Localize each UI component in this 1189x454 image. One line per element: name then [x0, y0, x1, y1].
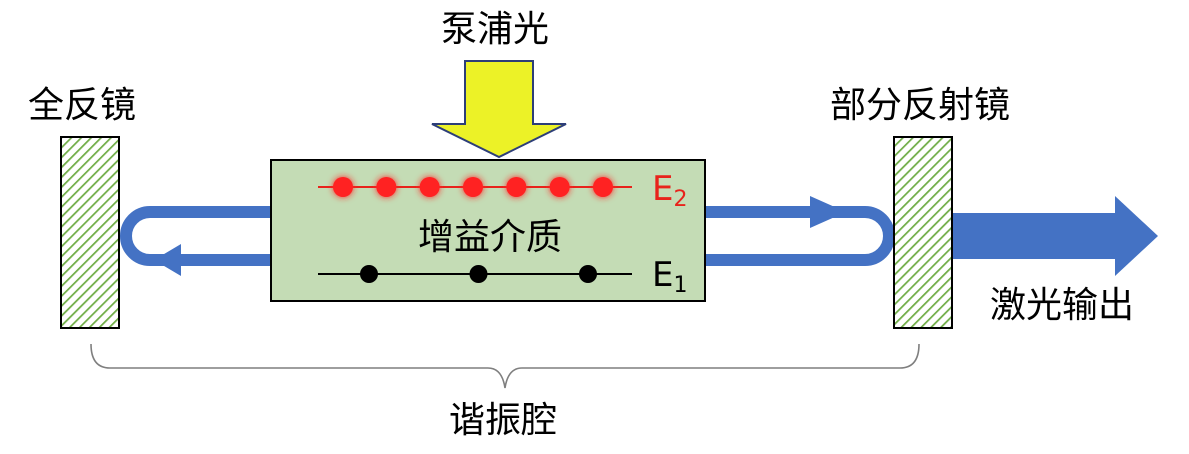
gain-medium-label: 增益介质	[418, 217, 563, 258]
laser-output-label: 激光输出	[990, 285, 1135, 326]
output-beam-arrowhead	[1115, 196, 1158, 276]
pump-light-label: 泵浦光	[441, 9, 550, 50]
left-beam-loop	[120, 206, 270, 266]
excited-atom	[463, 177, 483, 197]
output-beam-shaft	[952, 213, 1122, 259]
cavity-label: 谐振腔	[449, 400, 558, 441]
right-beam-loop	[706, 206, 895, 266]
ground-atom	[579, 265, 597, 283]
excited-atom	[333, 177, 353, 197]
partial-reflection-mirror	[893, 136, 953, 329]
excited-atom	[593, 177, 613, 197]
excited-atom	[419, 177, 440, 197]
ground-atom	[469, 265, 488, 283]
upper-level-label: E2	[652, 169, 687, 211]
lower-level-label: E1	[652, 255, 687, 297]
ground-atoms	[360, 265, 597, 283]
excited-atom	[376, 177, 397, 197]
excited-atom	[506, 177, 527, 197]
ground-atom	[360, 265, 378, 283]
cavity-brace	[90, 343, 920, 389]
excited-atoms	[333, 177, 613, 197]
left-beam-arrowhead	[154, 244, 181, 276]
lower-level-subscript: 1	[673, 273, 688, 298]
lower-level-letter: E	[652, 255, 674, 295]
right-beam-arrowhead	[810, 196, 846, 228]
upper-level-letter: E	[652, 169, 674, 209]
pump-arrow	[431, 60, 567, 159]
full-mirror-label: 全反镜	[28, 85, 137, 126]
upper-level-subscript: 2	[673, 187, 688, 212]
excited-atom	[549, 177, 570, 197]
full-reflection-mirror	[60, 136, 120, 329]
partial-mirror-label: 部分反射镜	[830, 85, 1011, 126]
